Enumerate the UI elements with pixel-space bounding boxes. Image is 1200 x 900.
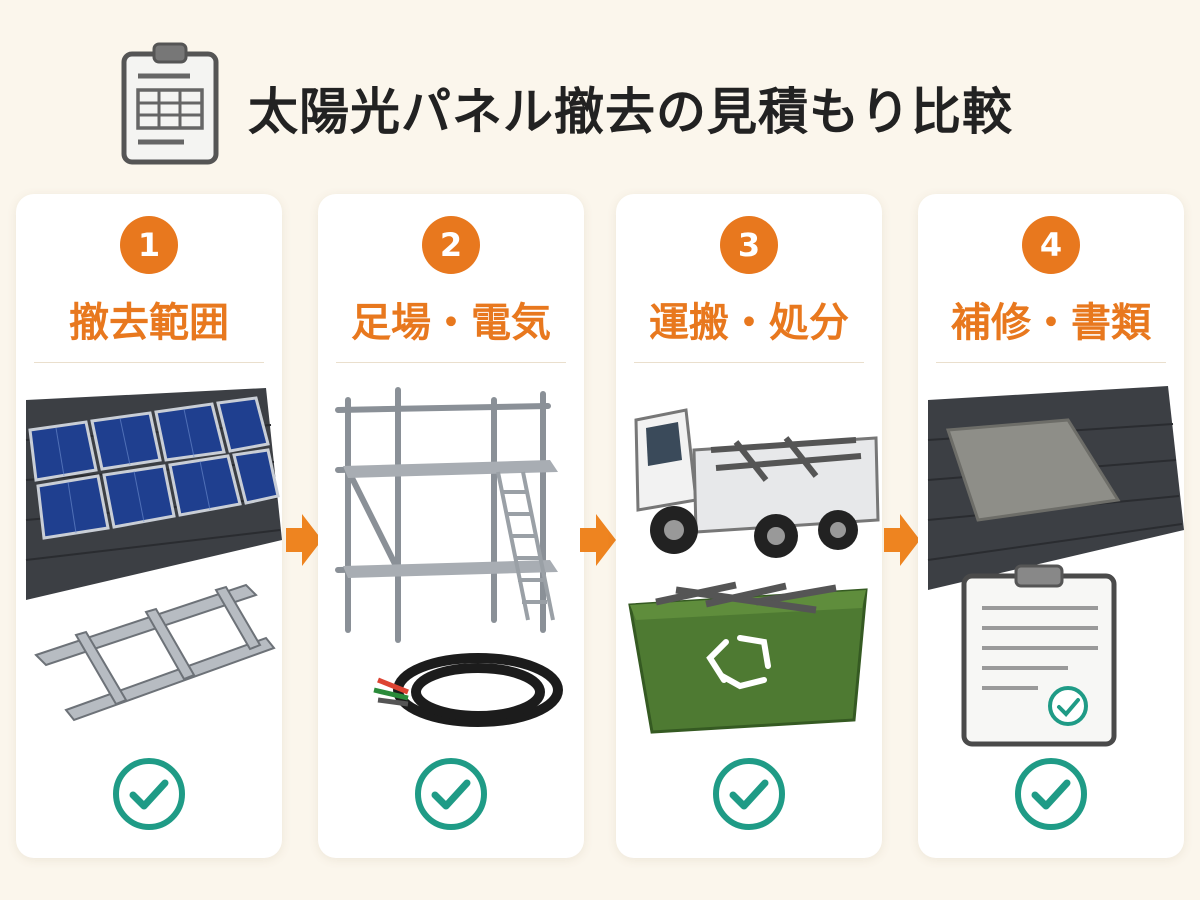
check-icon bbox=[415, 758, 487, 830]
step-title: 運搬・処分 bbox=[649, 300, 849, 346]
page-title: 太陽光パネル撤去の見積もり比較 bbox=[248, 83, 1013, 141]
scaffolding-and-cable-illustration bbox=[335, 387, 563, 727]
step-card-2: 2 足場・電気 bbox=[318, 194, 584, 858]
arrow-right-icon bbox=[884, 514, 920, 566]
roof-patch-and-document-illustration bbox=[927, 386, 1184, 747]
divider bbox=[634, 362, 864, 363]
step-number-badge: 2 bbox=[422, 216, 480, 274]
step-card-4: 4 補修・書類 bbox=[918, 194, 1184, 858]
check-icon bbox=[713, 758, 785, 830]
solar-panels-and-rails-illustration bbox=[25, 388, 282, 722]
header: 太陽光パネル撤去の見積もり比較 bbox=[0, 0, 1200, 190]
arrow-right-icon bbox=[286, 514, 322, 566]
step-card-3: 3 運搬・処分 bbox=[616, 194, 882, 858]
step-title: 撤去範囲 bbox=[69, 300, 229, 346]
check-icon bbox=[1015, 758, 1087, 830]
step-title: 足場・電気 bbox=[351, 300, 551, 346]
divider bbox=[936, 362, 1166, 363]
arrow-right-icon bbox=[580, 514, 616, 566]
truck-and-recycle-bin-illustration bbox=[628, 408, 880, 734]
step-number-badge: 1 bbox=[120, 216, 178, 274]
divider bbox=[336, 362, 566, 363]
divider bbox=[34, 362, 264, 363]
step-title: 補修・書類 bbox=[951, 300, 1151, 346]
clipboard-icon bbox=[121, 42, 219, 165]
step-number-badge: 4 bbox=[1022, 216, 1080, 274]
step-number-badge: 3 bbox=[720, 216, 778, 274]
check-icon bbox=[113, 758, 185, 830]
step-card-1: 1 撤去範囲 bbox=[16, 194, 282, 858]
